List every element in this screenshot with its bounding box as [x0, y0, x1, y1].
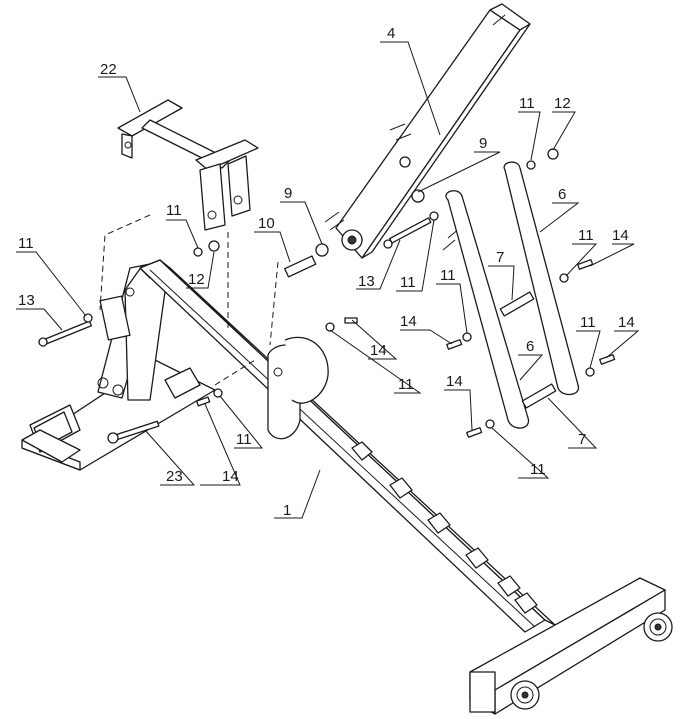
callout-part-11: 11 [400, 274, 416, 291]
callout-part-11: 11 [398, 376, 414, 393]
fasteners [38, 148, 616, 444]
callout-part-14: 14 [370, 342, 387, 359]
callout-part-14: 14 [222, 468, 239, 485]
callout-part-9: 9 [479, 135, 487, 152]
front-wheels [510, 612, 673, 710]
callout-part-11: 11 [236, 431, 252, 448]
callout-part-22: 22 [100, 61, 117, 78]
callout-part-23: 23 [166, 468, 183, 485]
callout-part-13: 13 [18, 292, 35, 309]
links-part-6 [445, 161, 580, 429]
main-frame-part-1 [21, 259, 673, 715]
axles-part-7 [499, 291, 557, 409]
alignment-lines [99, 214, 279, 386]
callout-part-14: 14 [400, 313, 417, 330]
callout-part-11: 11 [530, 461, 546, 478]
callout-part-11: 11 [578, 227, 594, 244]
callout-part-11: 11 [580, 314, 596, 331]
leader-lines [16, 41, 640, 519]
callout-part-12: 12 [554, 95, 571, 112]
callout-part-11: 11 [440, 267, 456, 284]
callout-labels: 1 4 22 11 12 9 6 11 11 11 12 9 10 13 13 … [18, 25, 635, 519]
callout-part-12: 12 [188, 271, 205, 288]
callout-part-7: 7 [578, 431, 586, 448]
callout-part-7: 7 [496, 249, 504, 266]
callout-part-14: 14 [446, 373, 463, 390]
callout-part-9: 9 [284, 185, 292, 202]
callout-part-14: 14 [612, 227, 629, 244]
callout-part-13: 13 [358, 273, 375, 290]
callout-part-6: 6 [558, 186, 566, 203]
callout-part-11: 11 [18, 235, 34, 252]
callout-part-6: 6 [526, 338, 534, 355]
callout-part-1: 1 [283, 502, 291, 519]
callout-part-10: 10 [258, 215, 275, 232]
callout-part-11: 11 [166, 202, 182, 219]
callout-part-4: 4 [387, 25, 395, 42]
seat-adjust-tabs [351, 441, 538, 614]
callout-part-14: 14 [618, 314, 635, 331]
upper-bracket-part-22 [117, 99, 259, 231]
backrest-arm-part-4 [324, 3, 531, 259]
callout-part-11: 11 [519, 95, 535, 112]
